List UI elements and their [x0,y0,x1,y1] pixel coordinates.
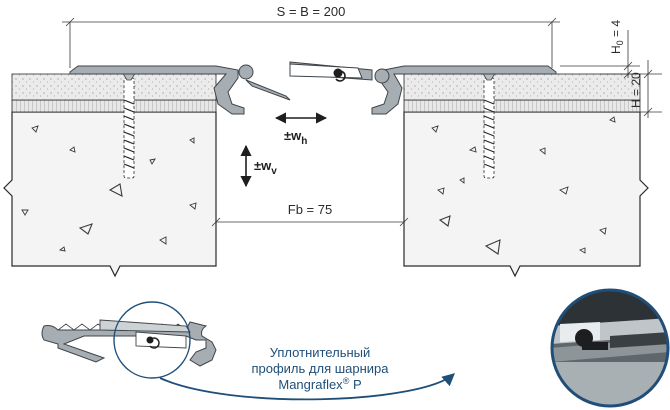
left-concrete-body [3,111,217,278]
left-screw [121,71,137,179]
caption-line-1: Уплотнительный [270,345,371,360]
vertical-movement-label: ±wv [254,158,277,177]
right-slab [403,73,649,278]
product-photo-inset [550,288,670,408]
gap-dimension: Fb = 75 [211,202,409,227]
h0-dimension: H0 = 4 [560,20,662,79]
horizontal-movement-label: ±wh [284,128,307,147]
photo-frame [550,288,670,408]
left-slab [3,73,217,278]
h0-label: H0 = 4 [609,20,625,54]
concrete-aggregate [21,116,616,255]
vertical-movement: ±wv [240,144,277,188]
seal-profile-detail [41,301,217,379]
left-hatched-layer [11,99,217,113]
caption-line-3: Mangraflex® P [278,376,361,392]
gap-label: Fb = 75 [288,202,332,217]
span-label: S = B = 200 [277,4,346,19]
left-screed-layer [11,73,217,101]
seal-caption: Уплотнительный профиль для шарнира Mangr… [251,345,389,392]
callout-arrow [159,373,455,401]
span-dimension: S = B = 200 [62,4,560,68]
right-screed-layer [403,73,641,101]
detail-magnifier-ring [113,301,191,379]
caption-line-2: профиль для шарнира [251,361,389,376]
right-hatched-layer [403,99,641,113]
right-concrete-body [403,111,649,278]
horizontal-movement: ±wh [274,112,328,147]
h-label: H = 20 [629,72,643,108]
h-dimension: H = 20 [404,60,662,118]
left-aluminium-profile [69,64,291,115]
right-screw [481,71,497,179]
hinge-seal-profile [289,63,363,82]
